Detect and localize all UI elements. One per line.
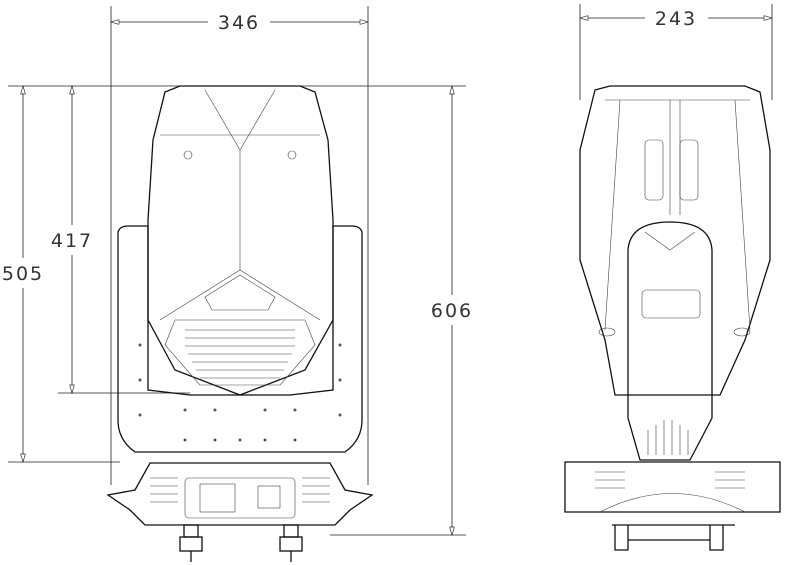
dimension-yoke-height: 505	[2, 263, 44, 285]
dimension-head-height: 417	[51, 230, 93, 252]
base	[106, 462, 374, 526]
moving-head	[147, 85, 334, 396]
side-view-fixture	[564, 85, 781, 551]
display-panel	[184, 477, 296, 519]
dimension-front-width: 346	[218, 12, 260, 34]
dimension-side-width: 243	[655, 8, 697, 30]
side-yoke	[627, 221, 713, 461]
vent-grille	[164, 319, 316, 386]
side-head	[579, 85, 771, 396]
side-base	[564, 461, 781, 513]
mounting-clamps	[179, 524, 303, 562]
side-clamps	[612, 524, 735, 551]
dimension-total-height: 606	[431, 300, 473, 322]
yoke-arms	[117, 225, 363, 453]
dimension-lines-side	[580, 4, 772, 100]
front-view-fixture	[106, 85, 374, 562]
